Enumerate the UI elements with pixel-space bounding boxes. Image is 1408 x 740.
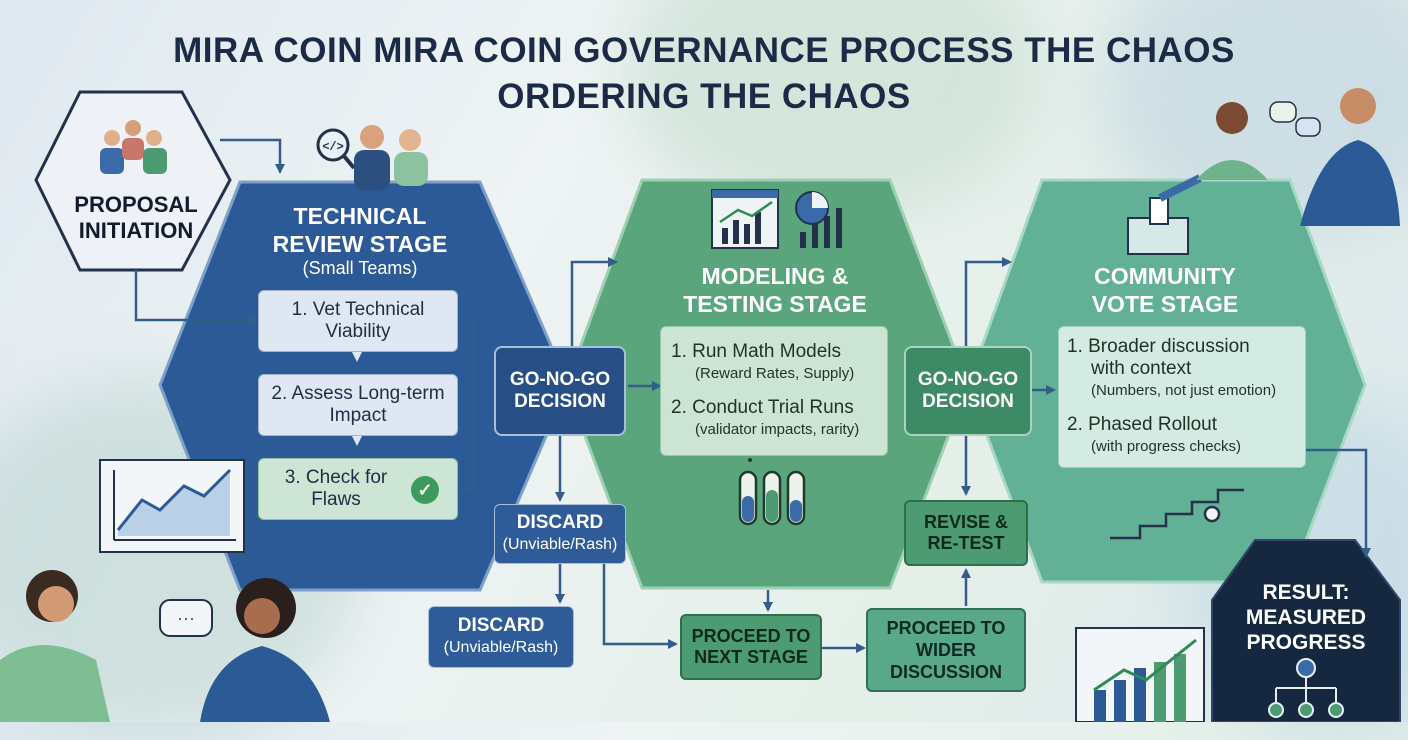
modeling-steps-panel: 1. Run Math Models (Reward Rates, Supply… (660, 326, 888, 456)
community-title-line-2: VOTE STAGE (1091, 291, 1239, 317)
discard-2-title: DISCARD (457, 615, 545, 636)
title-line-1: MIRA COIN MIRA COIN GOVERNANCE PROCESS T… (173, 31, 1235, 70)
revise-line-1: REVISE & (923, 512, 1009, 532)
discard-2-note: (Unviable/Rash) (443, 639, 559, 656)
result-line-2: MEASURED (1245, 606, 1367, 629)
modeling-title-line-1: MODELING & (701, 263, 849, 289)
team-icon (354, 125, 428, 190)
proceed-wider-discussion-box: PROCEED TO WIDER DISCUSSION (866, 608, 1026, 692)
technical-step-2-line-1: 2. Assess Long-term (271, 383, 445, 404)
discussion-people-icon (1196, 88, 1400, 226)
code-review-icon: </> (316, 128, 356, 170)
svg-text:···: ··· (177, 608, 195, 628)
result-label: RESULT: MEASURED PROGRESS (1222, 580, 1390, 655)
ballot-box-icon (1127, 174, 1202, 255)
community-step-2-note: (with progress checks) (1091, 438, 1242, 455)
technical-step-3: 3. Check for Flaws ✓ (258, 458, 458, 520)
svg-text:</>: </> (322, 140, 344, 154)
modeling-stage-title: MODELING & TESTING STAGE (660, 262, 890, 318)
modeling-step-1: 1. Run Math Models (Reward Rates, Supply… (671, 341, 854, 385)
decision-2-line-1: GO-NO-GO (917, 369, 1019, 390)
community-step-1-note: (Numbers, not just emotion) (1091, 382, 1277, 399)
technical-stage-title: TECHNICAL REVIEW STAGE (Small Teams) (240, 202, 480, 279)
technical-step-3-line-1: 3. Check for (284, 467, 388, 488)
go-no-go-decision-1: GO-NO-GO DECISION (494, 346, 626, 436)
proposal-line-1: PROPOSAL (74, 192, 198, 217)
technical-step-1-line-1: 1. Vet Technical (291, 299, 425, 320)
discard-1-title: DISCARD (516, 512, 604, 533)
bar-chart-icon (1075, 627, 1205, 722)
decision-2-line-2: DECISION (922, 391, 1014, 412)
modeling-step-2-main: 2. Conduct Trial Runs (671, 397, 854, 418)
page-title: MIRA COIN MIRA COIN GOVERNANCE PROCESS T… (0, 28, 1408, 120)
connector-lines (134, 138, 1371, 653)
result-hexagon (1211, 539, 1401, 722)
technical-step-3-line-2: Flaws (311, 489, 361, 510)
proposal-label: PROPOSAL INITIATION (46, 192, 226, 244)
community-stage-title: COMMUNITY VOTE STAGE (1050, 262, 1280, 318)
modeling-step-1-main: 1. Run Math Models (671, 341, 842, 362)
technical-title-line-1: TECHNICAL (293, 203, 427, 229)
community-step-2-main: 2. Phased Rollout (1067, 414, 1217, 435)
decision-1-line-2: DECISION (514, 391, 606, 412)
community-steps-panel: 1. Broader discussion with context (Numb… (1058, 326, 1306, 468)
step-arrows (352, 352, 362, 446)
community-step-2: 2. Phased Rollout (with progress checks) (1067, 414, 1241, 458)
proceed-next-stage-box: PROCEED TO NEXT STAGE (680, 614, 822, 680)
revise-retest-box: REVISE & RE-TEST (904, 500, 1028, 566)
technical-step-1: 1. Vet Technical Viability (258, 290, 458, 352)
title-line-2: ORDERING THE CHAOS (497, 77, 911, 116)
discard-box-2: DISCARD (Unviable/Rash) (428, 606, 574, 668)
community-step-1-main-2: with context (1091, 358, 1192, 379)
line-chart-icon (99, 459, 245, 553)
discard-1-note: (Unviable/Rash) (502, 536, 618, 553)
community-step-1-main-1: 1. Broader discussion (1067, 336, 1250, 357)
revise-line-2: RE-TEST (927, 533, 1005, 553)
discard-box-1: DISCARD (Unviable/Rash) (494, 504, 626, 564)
proceed-wider-line-3: DISCUSSION (889, 662, 1003, 682)
modeling-title-line-2: TESTING STAGE (683, 291, 867, 317)
proposal-line-2: INITIATION (78, 218, 194, 243)
proposal-hexagon (34, 90, 232, 272)
modeling-step-1-note: (Reward Rates, Supply) (695, 365, 855, 382)
modeling-step-2: 2. Conduct Trial Runs (validator impacts… (671, 397, 859, 441)
go-no-go-decision-2: GO-NO-GO DECISION (904, 346, 1032, 436)
women-conversation-icon: ··· (0, 570, 330, 722)
pie-chart-icon (795, 191, 842, 248)
decision-1-line-1: GO-NO-GO (509, 369, 611, 390)
result-line-3: PROGRESS (1246, 631, 1366, 654)
community-step-1: 1. Broader discussion with context (Numb… (1067, 336, 1276, 402)
proceed-next-line-1: PROCEED TO (691, 626, 811, 646)
proceed-next-line-2: NEXT STAGE (694, 647, 808, 667)
technical-subtitle: (Small Teams) (302, 258, 418, 278)
technical-step-2: 2. Assess Long-term Impact (258, 374, 458, 436)
community-title-line-1: COMMUNITY (1094, 263, 1236, 289)
proceed-wider-line-2: WIDER (916, 640, 976, 660)
technical-title-line-2: REVIEW STAGE (272, 231, 448, 257)
result-line-1: RESULT: (1262, 581, 1350, 604)
technical-step-2-line-2: Impact (329, 405, 387, 426)
test-tubes-icon (738, 452, 806, 526)
checkmark-icon: ✓ (411, 476, 439, 504)
modeling-step-2-note: (validator impacts, rarity) (695, 421, 860, 438)
proceed-wider-line-1: PROCEED TO (886, 618, 1006, 638)
org-tree-icon (1268, 658, 1344, 718)
technical-step-1-line-2: Viability (325, 321, 391, 342)
stairs-icon (1110, 488, 1244, 540)
people-group-icon (100, 120, 167, 174)
chart-icon (711, 189, 779, 249)
